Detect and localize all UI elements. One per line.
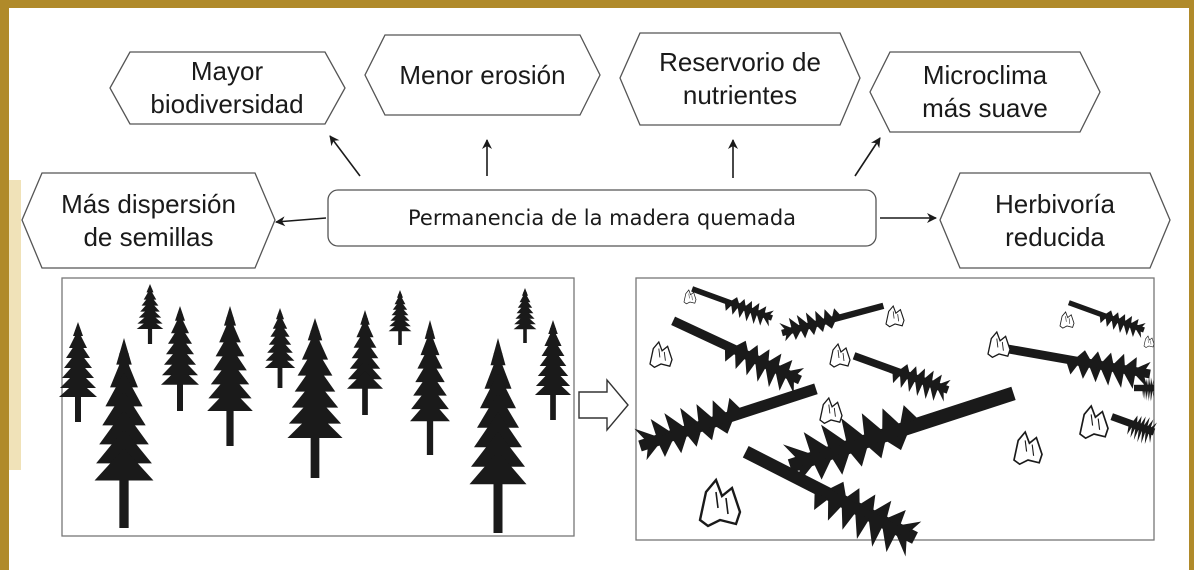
arrow-to-microclima xyxy=(854,137,881,177)
frame-left-accent xyxy=(9,180,21,470)
label-center: Permanencia de la madera quemada xyxy=(407,206,797,230)
label-nutrientes: Reservorio de nutrientes xyxy=(659,47,821,110)
transition-arrow xyxy=(578,378,629,432)
label-biodiversidad: Mayor biodiversidad xyxy=(150,56,304,119)
label-microclima: Microclima más suave xyxy=(922,60,1048,123)
hex-biodiversidad xyxy=(109,51,346,125)
frame-top-border xyxy=(0,0,1194,8)
label-herbivoria: Herbivoría reducida xyxy=(995,188,1115,252)
arrow-to-semillas xyxy=(275,216,327,227)
hex-microclima xyxy=(869,51,1101,133)
label-semillas: Más dispersión de semillas xyxy=(61,188,236,252)
frame-left-border xyxy=(0,0,9,570)
arrow-to-biodiversidad xyxy=(329,135,361,177)
hex-erosion xyxy=(364,34,601,116)
hex-herbivoria xyxy=(939,172,1171,269)
hex-semillas xyxy=(21,172,276,269)
frame-right-border xyxy=(1189,0,1194,570)
label-erosion: Menor erosión xyxy=(399,59,566,90)
hex-nutrientes xyxy=(619,32,861,126)
center-box xyxy=(327,189,877,247)
